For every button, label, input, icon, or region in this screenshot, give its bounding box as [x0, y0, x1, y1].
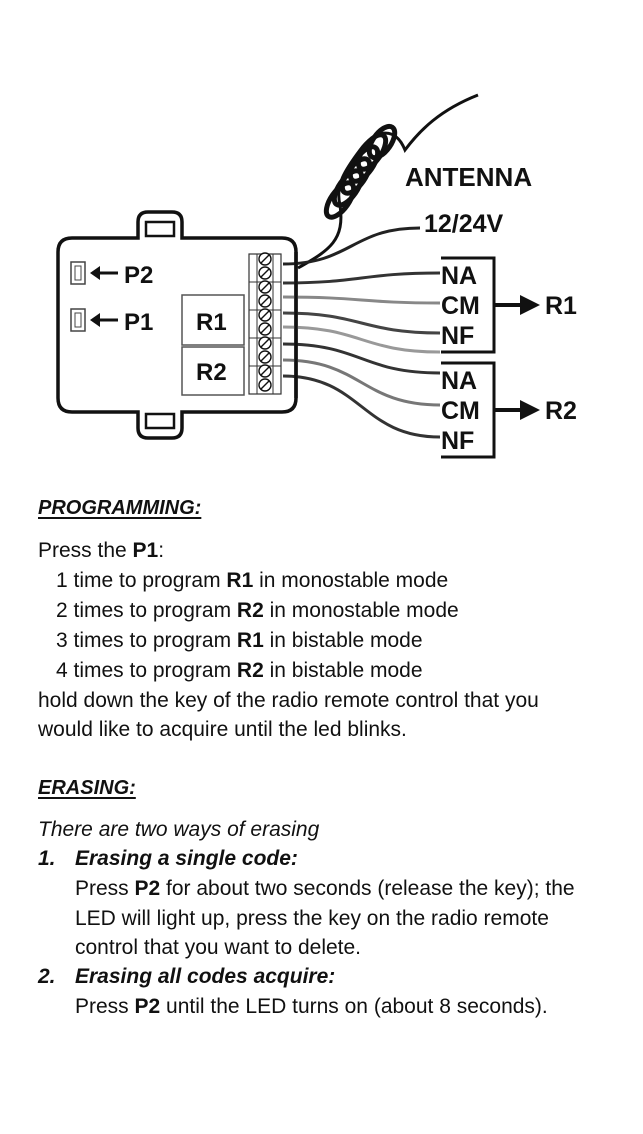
- wire: [282, 358, 441, 407]
- erasing-method-title: Erasing a single code:: [75, 847, 298, 870]
- relay-output-label: R2: [545, 397, 577, 425]
- antenna-label: ANTENNA: [405, 162, 532, 192]
- wire: [282, 374, 441, 439]
- programming-step: 4 times to program R2 in bistable mode: [56, 659, 423, 682]
- erasing-method-text: control that you want to delete.: [75, 936, 362, 959]
- programming-intro: Press the P1:: [38, 539, 165, 562]
- programming-closing-line-2: would like to acquire until the led blin…: [38, 718, 407, 741]
- terminal-label-nf: NF: [441, 427, 474, 455]
- wire: [282, 311, 441, 335]
- terminal-block: [248, 252, 282, 395]
- terminal-label-cm: CM: [441, 397, 480, 425]
- p1-label: P1: [124, 309, 153, 336]
- relay-r2-label: R2: [196, 359, 227, 386]
- power-label: 12/24V: [424, 210, 504, 238]
- erasing-intro: There are two ways of erasing: [38, 818, 320, 841]
- wires: [282, 226, 441, 439]
- wire: [282, 295, 441, 305]
- relay-output-label: R1: [545, 292, 577, 320]
- relay-r1-label: R1: [196, 309, 227, 336]
- erasing-method-text: Press P2 for about two seconds (release …: [75, 877, 575, 900]
- p2-label: P2: [124, 262, 153, 289]
- erasing-heading: ERASING:: [38, 777, 136, 799]
- terminal-label-nf: NF: [441, 322, 474, 350]
- key-p2: P2: [134, 995, 161, 1018]
- button-p2: P2: [70, 261, 153, 289]
- wire: [282, 342, 441, 375]
- key-p2: P2: [134, 877, 161, 900]
- wire: [282, 226, 421, 266]
- erasing-method-text: LED will light up, press the key on the …: [75, 907, 549, 930]
- antenna-icon: [297, 93, 479, 270]
- terminal-label-na: NA: [441, 367, 477, 395]
- programming-step: 1 time to program R1 in monostable mode: [56, 569, 449, 592]
- erasing-method-number: 2.: [38, 965, 56, 988]
- programming-step: 3 times to program R1 in bistable mode: [56, 629, 423, 652]
- programming-closing-line-1: hold down the key of the radio remote co…: [38, 689, 539, 712]
- terminal-label-cm: CM: [441, 292, 480, 320]
- programming-step: 2 times to program R2 in monostable mode: [56, 599, 459, 622]
- wire: [282, 271, 441, 285]
- wiring-diagram: P2 P1 R1 R2 ANTENNA 12/24V NACMNFR1NACMN…: [56, 93, 577, 459]
- arrow-right-icon: [520, 295, 540, 315]
- erasing-method-number: 1.: [38, 847, 56, 870]
- programming-heading: PROGRAMMING:: [38, 497, 202, 519]
- wire: [282, 325, 441, 354]
- relay-r2: R2: [181, 346, 245, 396]
- erasing-method-text: Press P2 until the LED turns on (about 8…: [75, 995, 548, 1018]
- arrow-right-icon: [520, 400, 540, 420]
- button-p1: P1: [70, 308, 153, 336]
- terminal-label-na: NA: [441, 262, 477, 290]
- relay-r1: R1: [181, 294, 245, 346]
- key-p1: P1: [132, 539, 159, 562]
- erasing-method-title: Erasing all codes acquire:: [75, 965, 336, 988]
